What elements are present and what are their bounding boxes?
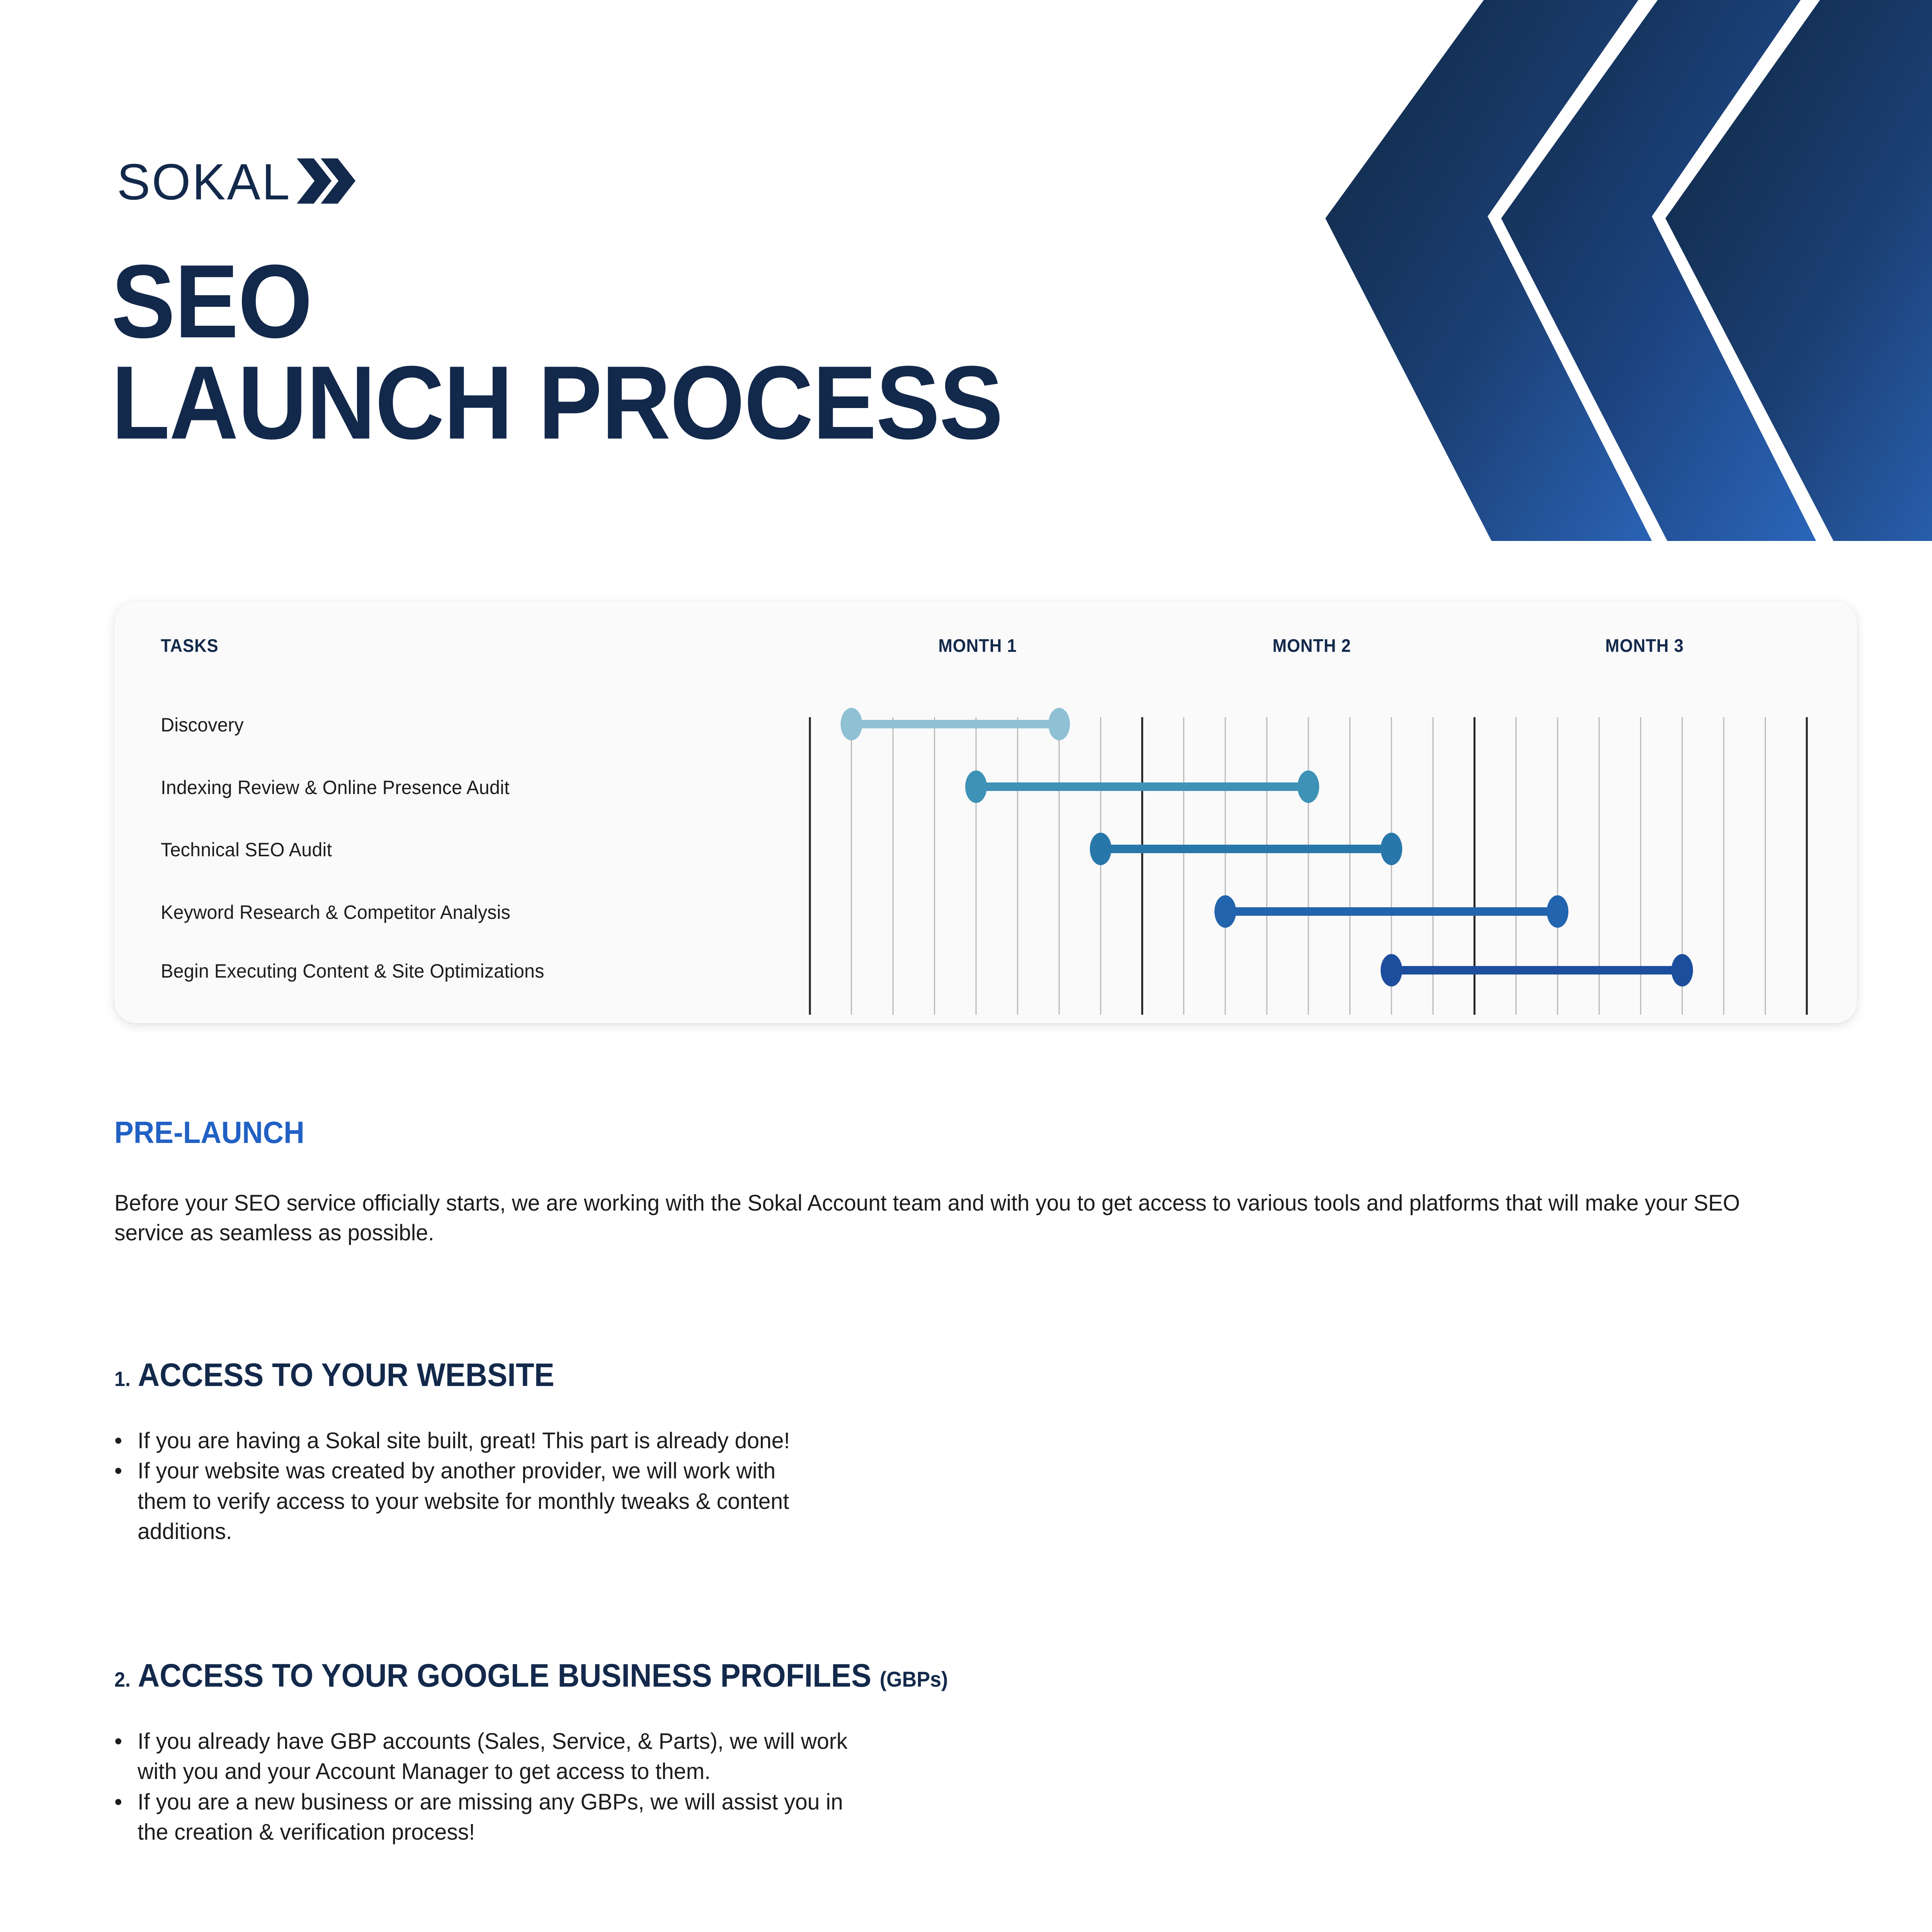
title-line-1: SEO bbox=[111, 243, 313, 360]
gantt-bar bbox=[1381, 954, 1693, 986]
section-2-subtitle: (GBPs) bbox=[879, 1667, 948, 1691]
gantt-task-label: Technical SEO Audit bbox=[161, 839, 332, 861]
section-2-bullet-list: • If you already have GBP accounts (Sale… bbox=[114, 1726, 1274, 1847]
prelaunch-heading: PRE-LAUNCH bbox=[114, 1115, 304, 1150]
bullet-text: If you are having a Sokal site built, gr… bbox=[138, 1428, 790, 1453]
gantt-tasks-header: TASKS bbox=[161, 635, 219, 656]
section-1-bullet-list: • If you are having a Sokal site built, … bbox=[114, 1426, 1274, 1547]
section-2-title: ACCESS TO YOUR GOOGLE BUSINESS PROFILES bbox=[138, 1657, 872, 1694]
gantt-plot-area bbox=[809, 708, 1808, 1015]
logo-wordmark: SOKAL bbox=[117, 153, 291, 210]
bullet-dot-icon: • bbox=[114, 1729, 122, 1754]
page-title: SEO LAUNCH PROCESS bbox=[111, 250, 1003, 461]
bullet-dot-icon: • bbox=[114, 1789, 122, 1815]
header-chevron-decoration bbox=[1198, 0, 1932, 541]
section-2-heading: 2. ACCESS TO YOUR GOOGLE BUSINESS PROFIL… bbox=[114, 1657, 948, 1694]
gantt-bar bbox=[1090, 833, 1402, 865]
gantt-month-3-label: MONTH 3 bbox=[1605, 635, 1684, 656]
section-1-number: 1. bbox=[114, 1367, 131, 1391]
list-item: • If your website was created by another… bbox=[114, 1456, 1274, 1547]
gantt-task-label: Begin Executing Content & Site Optimizat… bbox=[161, 960, 544, 982]
bullet-text: If you already have GBP accounts (Sales,… bbox=[138, 1729, 848, 1784]
gantt-bar bbox=[840, 708, 1070, 740]
gantt-task-label: Discovery bbox=[161, 714, 244, 736]
list-item: • If you are a new business or are missi… bbox=[114, 1787, 1274, 1848]
sokal-logo: SOKAL bbox=[115, 156, 356, 207]
bullet-text: If your website was created by another p… bbox=[138, 1458, 789, 1544]
section-1-heading: 1. ACCESS TO YOUR WEBSITE bbox=[114, 1356, 554, 1394]
section-2-number: 2. bbox=[114, 1668, 131, 1691]
double-chevron-right-icon bbox=[294, 157, 356, 207]
gantt-header: TASKS MONTH 1 MONTH 2 MONTH 3 bbox=[114, 601, 1857, 1023]
gantt-bar bbox=[965, 770, 1319, 803]
bullet-dot-icon: • bbox=[114, 1458, 122, 1484]
gantt-month-2-label: MONTH 2 bbox=[1272, 635, 1351, 656]
bullet-dot-icon: • bbox=[114, 1428, 122, 1453]
bullet-text: If you are a new business or are missing… bbox=[138, 1789, 843, 1845]
section-1-title: ACCESS TO YOUR WEBSITE bbox=[138, 1357, 554, 1393]
gantt-task-label: Keyword Research & Competitor Analysis bbox=[161, 901, 511, 923]
gantt-bar bbox=[1214, 895, 1568, 928]
gantt-month-1-label: MONTH 1 bbox=[938, 635, 1017, 656]
title-line-2: LAUNCH PROCESS bbox=[111, 344, 1003, 461]
prelaunch-paragraph: Before your SEO service officially start… bbox=[114, 1190, 1740, 1246]
list-item: • If you already have GBP accounts (Sale… bbox=[114, 1726, 1274, 1787]
list-item: • If you are having a Sokal site built, … bbox=[114, 1426, 1274, 1456]
gantt-task-label: Indexing Review & Online Presence Audit bbox=[161, 777, 510, 798]
gantt-chart-card: TASKS MONTH 1 MONTH 2 MONTH 3 Discovery … bbox=[114, 601, 1857, 1023]
